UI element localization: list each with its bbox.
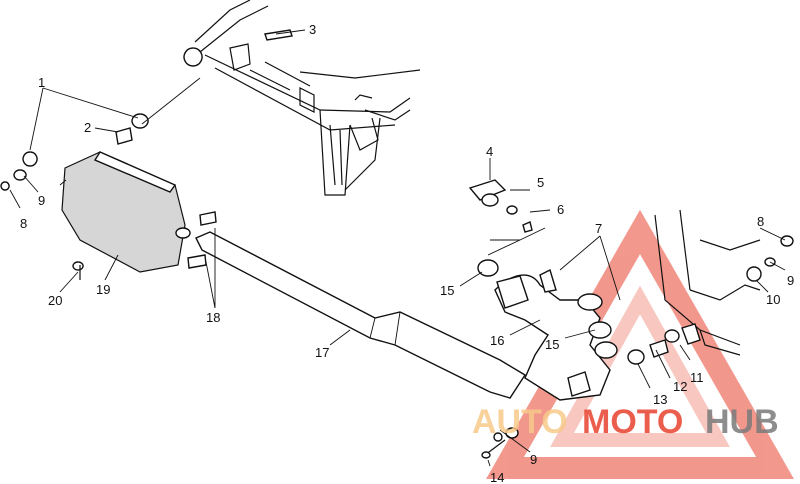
callout-9-left: 9 bbox=[38, 193, 45, 208]
callout-3: 3 bbox=[309, 22, 316, 37]
callout-9-right: 9 bbox=[787, 273, 794, 288]
callout-12: 12 bbox=[673, 379, 687, 394]
callout-15-right: 15 bbox=[545, 337, 559, 352]
hardware bbox=[0, 29, 794, 459]
callout-19: 19 bbox=[96, 282, 110, 297]
callout-4: 4 bbox=[486, 144, 493, 159]
callout-8-left: 8 bbox=[20, 216, 27, 231]
callout-17: 17 bbox=[315, 345, 329, 360]
watermark-auto: AUTO bbox=[472, 403, 568, 441]
leader-lines bbox=[9, 29, 786, 467]
callout-6: 6 bbox=[557, 202, 564, 217]
callout-labels: 1 2 3 4 5 6 7 8 8 9 9 9 10 11 12 13 14 1… bbox=[20, 22, 794, 484]
callout-13: 13 bbox=[653, 392, 667, 407]
muffler bbox=[59, 151, 191, 280]
callout-9-bottom: 9 bbox=[530, 452, 537, 467]
frame bbox=[183, 0, 421, 196]
callout-10: 10 bbox=[766, 292, 780, 307]
callout-7: 7 bbox=[595, 221, 602, 236]
callout-5: 5 bbox=[537, 175, 544, 190]
callout-20: 20 bbox=[48, 293, 62, 308]
exhaust-pipe bbox=[195, 231, 526, 399]
watermark-text: AUTO MOTO HUB bbox=[472, 403, 779, 441]
header-pipe bbox=[494, 269, 618, 401]
watermark-hub: HUB bbox=[705, 403, 779, 441]
callout-16: 16 bbox=[490, 333, 504, 348]
callout-14: 14 bbox=[490, 470, 504, 484]
callout-8-right: 8 bbox=[757, 214, 764, 229]
callout-11: 11 bbox=[690, 370, 704, 385]
frame-right bbox=[654, 209, 761, 356]
callout-15-left: 15 bbox=[440, 283, 454, 298]
callout-2: 2 bbox=[84, 120, 91, 135]
callout-18: 18 bbox=[206, 310, 220, 325]
watermark-moto: MOTO bbox=[582, 403, 683, 441]
callout-1: 1 bbox=[38, 75, 45, 90]
